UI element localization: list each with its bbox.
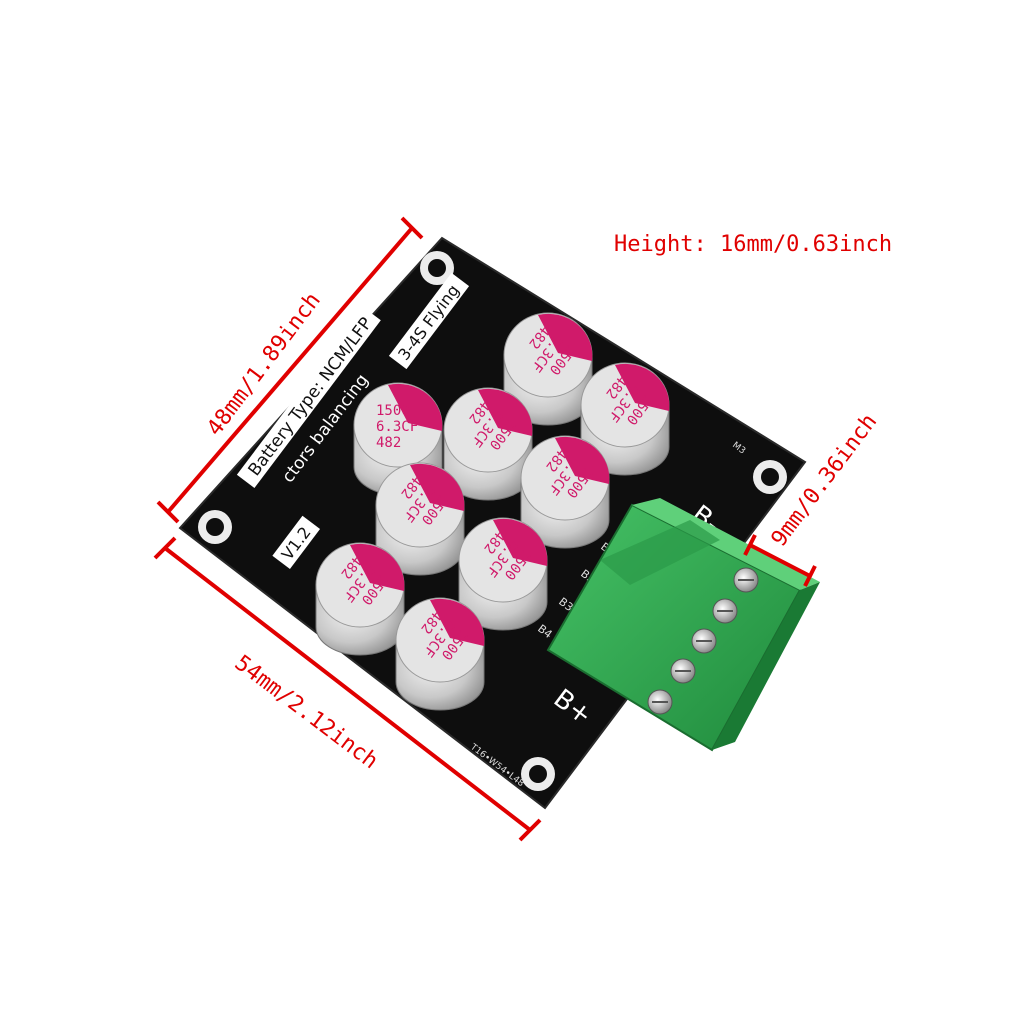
capacitor-marking: 6.3CF [376, 419, 418, 435]
dimension-line-width [156, 216, 424, 524]
terminal-screw-4 [670, 658, 696, 684]
dimension-line-length [153, 536, 542, 842]
terminal-screw-5 [647, 689, 673, 715]
mounting-hole-bottom [521, 757, 555, 791]
dimension-line-terminal [743, 534, 817, 587]
terminal-screw-3 [691, 628, 717, 654]
mounting-hole-right [753, 460, 787, 494]
capacitor-marking: 1500 [376, 403, 410, 419]
mounting-hole-left [198, 510, 232, 544]
capacitor-marking: 482 [376, 435, 401, 451]
mounting-hole-top [420, 251, 454, 285]
height-dimension-label: Height: 16mm/0.63inch [614, 232, 893, 257]
terminal-screw-2 [712, 598, 738, 624]
terminal-block [546, 498, 820, 752]
terminal-screw-1 [733, 567, 759, 593]
